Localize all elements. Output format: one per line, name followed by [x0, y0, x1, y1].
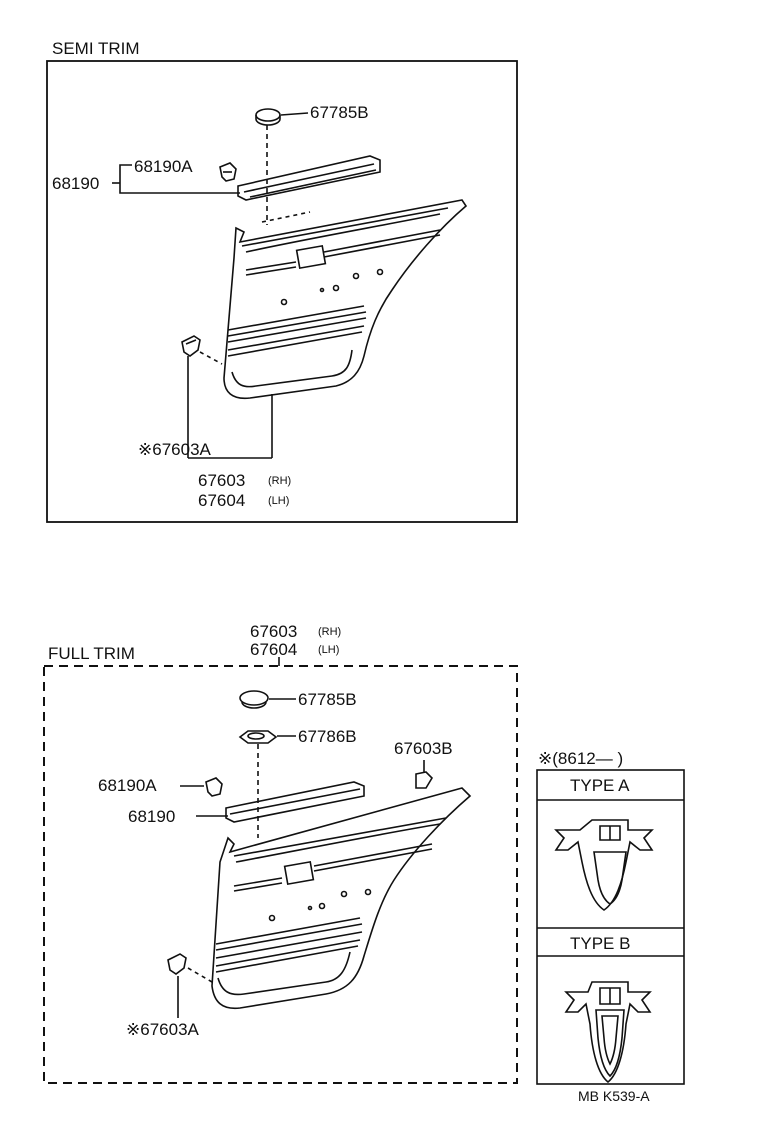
- clip-table-header: ※(8612— ): [538, 749, 624, 768]
- full-rh-note: (RH): [318, 626, 342, 638]
- full-clip-67603b: [415, 771, 434, 789]
- full-part-67786b: 67786B: [298, 727, 357, 746]
- type-b-clip-drawing: [564, 981, 652, 1084]
- semi-handle-recess: [295, 244, 327, 270]
- full-part-67603: 67603: [250, 622, 298, 641]
- diagram-code: MB K539-A: [578, 1088, 650, 1104]
- semi-trim-frame: [46, 60, 518, 523]
- full-pad-67786b: [238, 730, 278, 744]
- full-plug-67785b: [239, 690, 269, 706]
- semi-door-panel: [223, 199, 468, 400]
- full-part-68190: 68190: [128, 807, 176, 826]
- semi-trim-title: SEMI TRIM: [52, 39, 140, 58]
- full-part-68190a: 68190A: [98, 776, 157, 795]
- semi-screw-67603a: [181, 335, 201, 357]
- full-weatherstrip-68190: [225, 781, 365, 823]
- semi-rh-note: (RH): [268, 475, 292, 487]
- semi-part-68190a: 68190A: [134, 157, 193, 176]
- type-a-clip-drawing: [554, 819, 654, 911]
- semi-clip-68190a: [219, 162, 237, 182]
- semi-part-68190: 68190: [52, 174, 100, 193]
- full-trim-frame: [43, 665, 518, 1084]
- full-clip-68190a: [205, 777, 223, 797]
- semi-part-67785b: 67785B: [310, 103, 369, 122]
- semi-weatherstrip-68190: [237, 155, 381, 201]
- full-part-67785b: 67785B: [298, 690, 357, 709]
- type-a-label: TYPE A: [570, 776, 630, 795]
- full-trim-title: FULL TRIM: [48, 644, 135, 663]
- full-part-67604: 67604: [250, 640, 298, 659]
- semi-lh-note: (LH): [268, 495, 290, 507]
- full-part-67603b: 67603B: [394, 739, 453, 758]
- type-b-label: TYPE B: [570, 934, 631, 953]
- full-handle-recess: [283, 860, 315, 886]
- full-screw-67603a: [167, 953, 187, 975]
- clip-table-frame: [536, 769, 685, 1085]
- full-lh-note: (LH): [318, 644, 340, 656]
- semi-part-67604: 67604: [198, 491, 246, 510]
- full-door-panel: [211, 787, 472, 1010]
- semi-plug-67785b: [255, 108, 281, 122]
- semi-part-67603: 67603: [198, 471, 246, 490]
- semi-part-67603a: ※67603A: [138, 440, 211, 459]
- full-part-67603a: ※67603A: [126, 1020, 199, 1039]
